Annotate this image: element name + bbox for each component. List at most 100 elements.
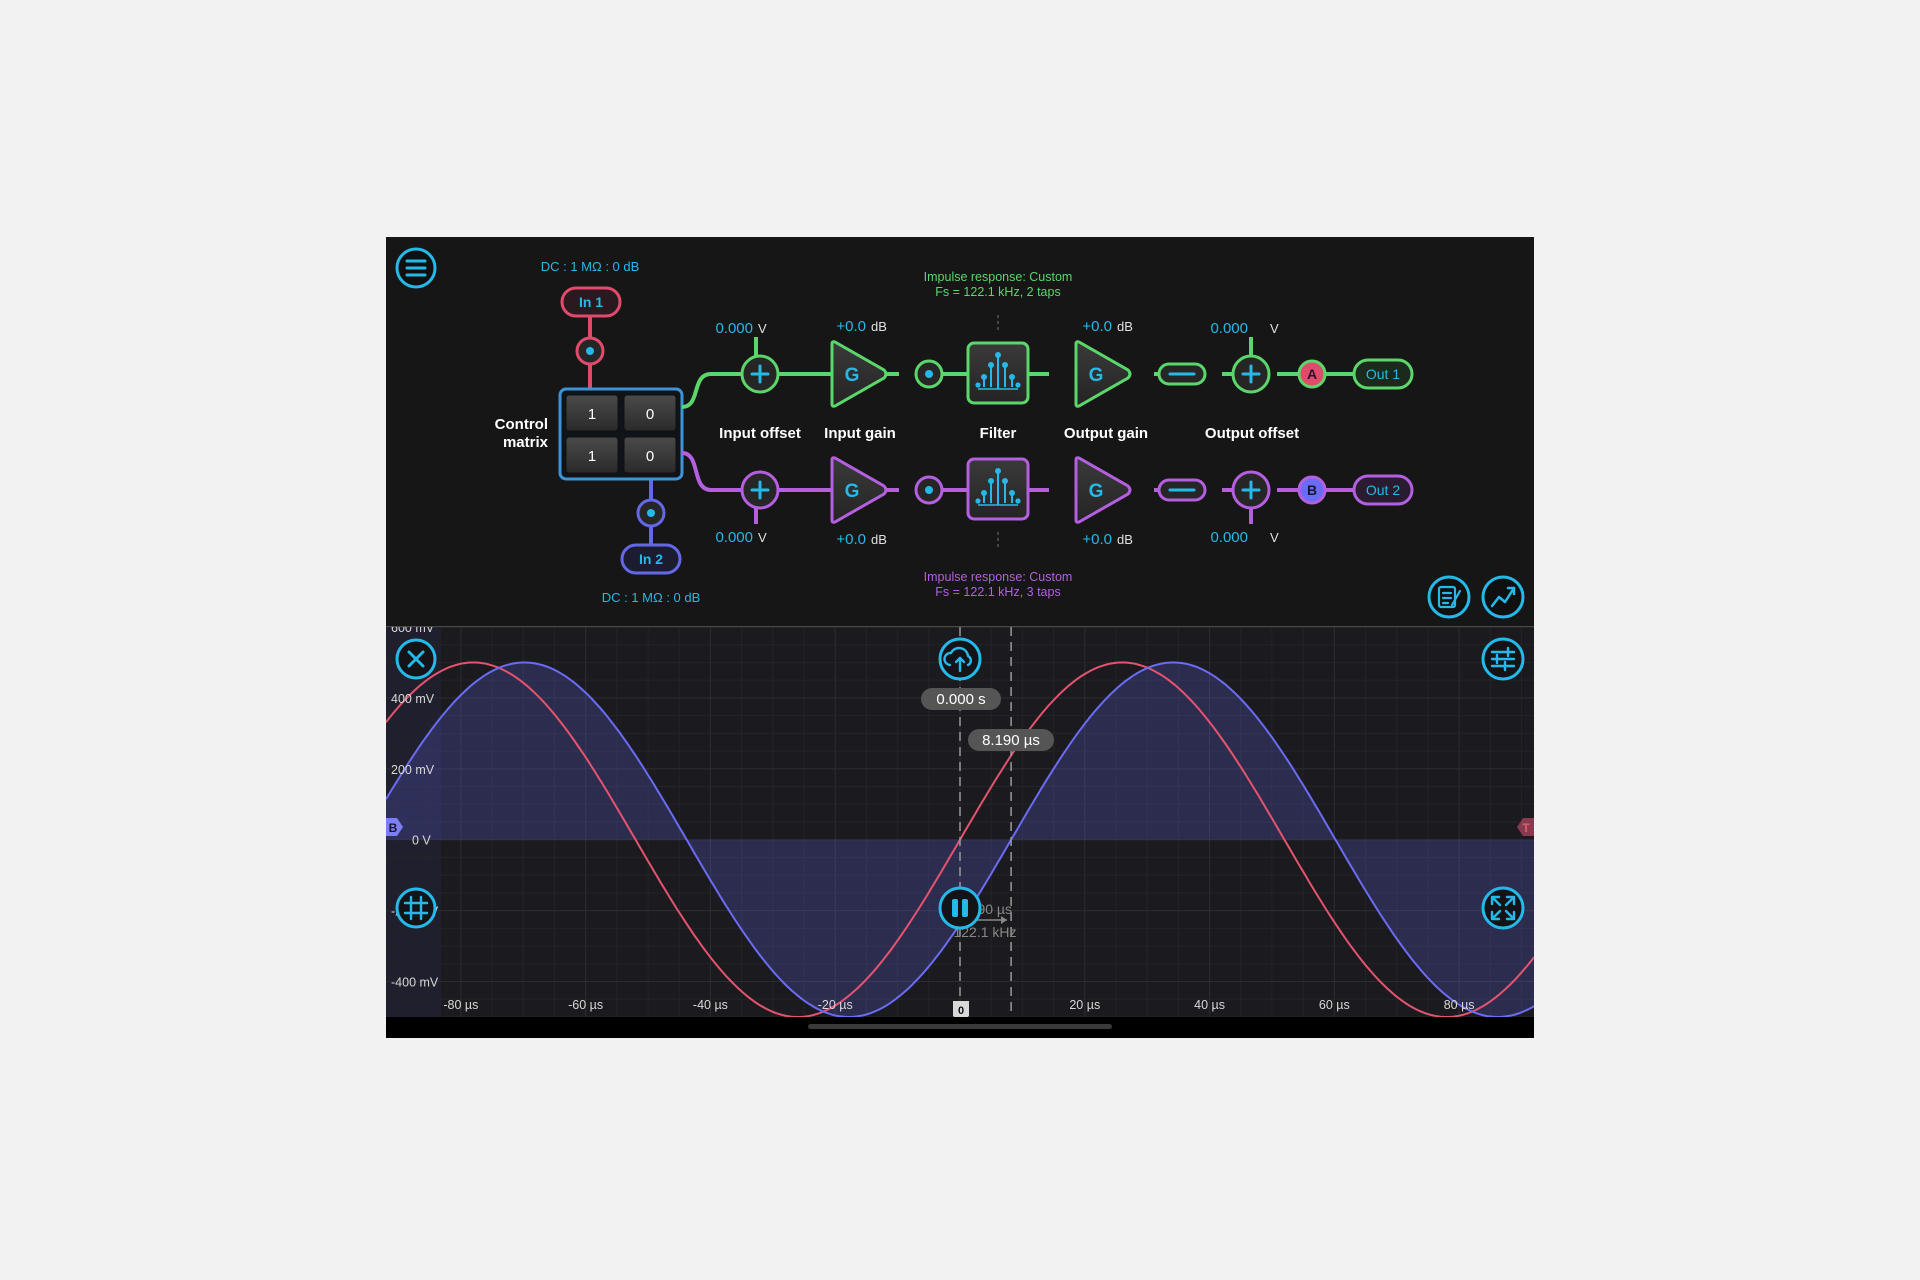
home-indicator: [808, 1024, 1112, 1029]
b-output-offset-adder[interactable]: [1231, 470, 1271, 510]
b-input-offset-adder[interactable]: [740, 470, 780, 510]
x-tick-label: -60 µs: [568, 998, 603, 1012]
cloud-upload-icon: [943, 646, 972, 673]
matrix-cell-b1[interactable]: 1: [565, 436, 619, 474]
sliders-icon: [1490, 646, 1516, 672]
left-marker-label: B: [389, 821, 398, 835]
b-output-offset-value[interactable]: 0.000: [1210, 529, 1248, 546]
grid-toggle-button[interactable]: [395, 887, 437, 929]
a-output-offset-value[interactable]: 0.000: [1210, 320, 1248, 337]
expand-icon: [1490, 895, 1516, 921]
in1-button[interactable]: In 1: [560, 286, 622, 318]
plus-icon: [750, 480, 770, 500]
b-filter-probe-node[interactable]: [914, 475, 944, 505]
input-gain-label: Input gain: [824, 425, 896, 442]
fullscreen-button[interactable]: [1481, 886, 1525, 930]
in2-button[interactable]: In 2: [620, 543, 682, 575]
b-probe-label: B: [1307, 482, 1317, 498]
menu-button[interactable]: [395, 247, 437, 289]
b-output-gain-amplifier[interactable]: G: [1074, 456, 1132, 524]
b-output-offset-unit: V: [1270, 530, 1279, 545]
pause-button[interactable]: [938, 886, 982, 930]
a-probe-badge[interactable]: A: [1297, 359, 1327, 389]
a-input-offset-value[interactable]: 0.000: [715, 320, 753, 337]
b-input-gain-amplifier[interactable]: G: [830, 456, 888, 524]
a-invert-block[interactable]: [1157, 362, 1207, 386]
b-input-gain-unit: dB: [871, 532, 887, 547]
input-offset-label: Input offset: [719, 425, 801, 442]
a-input-gain-amplifier[interactable]: G: [830, 340, 888, 408]
gain-g-label: G: [1089, 365, 1104, 386]
right-marker-label: T: [1522, 821, 1530, 835]
b-invert-block[interactable]: [1157, 478, 1207, 502]
a-probe-label: A: [1307, 366, 1317, 382]
cursor-time-value: 0.000 s: [936, 691, 985, 708]
zero-marker-label: 0: [958, 1005, 964, 1017]
plus-icon: [1241, 480, 1261, 500]
a-filter-probe-node[interactable]: [914, 359, 944, 389]
in2-probe-node[interactable]: [636, 498, 666, 528]
matrix-cell-a1[interactable]: 1: [565, 394, 619, 432]
analysis-button[interactable]: [1481, 575, 1525, 619]
a-output-gain-value[interactable]: +0.0: [1082, 318, 1112, 335]
svg-text:0: 0: [646, 448, 654, 465]
scope-settings-button[interactable]: [1481, 637, 1525, 681]
delta-frequency-readout: 122.1 kHz: [953, 924, 1016, 940]
matrix-cell-b2[interactable]: 0: [623, 436, 677, 474]
x-tick-label: -80 µs: [443, 998, 478, 1012]
cursor-time-badge[interactable]: 0.000 s: [921, 688, 1001, 710]
a-input-offset-adder[interactable]: [740, 354, 780, 394]
y-tick-label: 200 mV: [391, 763, 435, 777]
a-input-offset-unit: V: [758, 321, 767, 336]
in2-label: In 2: [639, 551, 663, 567]
b-filter-description-2: Fs = 122.1 kHz, 3 taps: [935, 585, 1060, 599]
out1-label: Out 1: [1366, 366, 1400, 382]
matrix-cell-a2[interactable]: 0: [623, 394, 677, 432]
left-level-marker[interactable]: B: [386, 818, 403, 836]
in2-coupling-label: DC : 1 MΩ : 0 dB: [602, 590, 701, 605]
b-output-gain-unit: dB: [1117, 532, 1133, 547]
gain-g-label: G: [845, 481, 860, 502]
grid-icon: [403, 895, 429, 921]
out2-button[interactable]: Out 2: [1352, 474, 1414, 506]
b-probe-badge[interactable]: B: [1297, 475, 1327, 505]
a-filter-block[interactable]: [966, 341, 1030, 405]
a-filter-description-2: Fs = 122.1 kHz, 2 taps: [935, 285, 1060, 299]
impulse-response-icon: [975, 468, 1021, 506]
right-trigger-marker[interactable]: T: [1517, 818, 1534, 836]
cloud-upload-button[interactable]: [938, 637, 982, 681]
svg-text:1: 1: [588, 406, 596, 423]
chart-line-icon: [1490, 586, 1516, 608]
b-input-offset-value[interactable]: 0.000: [715, 529, 753, 546]
gain-g-label: G: [845, 365, 860, 386]
x-tick-label: 20 µs: [1069, 998, 1100, 1012]
filter-label: Filter: [980, 425, 1017, 442]
trigger-bottom-marker[interactable]: 0: [953, 1001, 969, 1022]
a-output-gain-amplifier[interactable]: G: [1074, 340, 1132, 408]
y-tick-label: -400 mV: [391, 976, 439, 990]
in1-label: In 1: [579, 294, 603, 310]
plus-icon: [1241, 364, 1261, 384]
output-gain-label: Output gain: [1064, 425, 1148, 442]
a-input-gain-value[interactable]: +0.0: [836, 318, 866, 335]
control-matrix-label-2: matrix: [503, 434, 549, 451]
b-input-gain-value[interactable]: +0.0: [836, 531, 866, 548]
pause-icon: [952, 899, 968, 917]
control-matrix: 1 0 1 0: [558, 387, 684, 481]
b-filter-block[interactable]: [966, 457, 1030, 521]
b-output-gain-value[interactable]: +0.0: [1082, 531, 1112, 548]
in1-probe-node[interactable]: [575, 336, 605, 366]
x-tick-label: 60 µs: [1319, 998, 1350, 1012]
svg-text:0: 0: [646, 406, 654, 423]
notes-button[interactable]: [1427, 575, 1471, 619]
cursor-delta-badge[interactable]: 8.190 µs: [968, 729, 1054, 751]
a-output-offset-adder[interactable]: [1231, 354, 1271, 394]
a-filter-description-1: Impulse response: Custom: [924, 270, 1073, 284]
out1-button[interactable]: Out 1: [1352, 358, 1414, 390]
y-tick-label: 600 mV: [391, 627, 435, 635]
y-tick-label: 400 mV: [391, 692, 435, 706]
notes-icon: [1437, 585, 1462, 609]
close-scope-button[interactable]: [395, 638, 437, 680]
out2-label: Out 2: [1366, 482, 1400, 498]
